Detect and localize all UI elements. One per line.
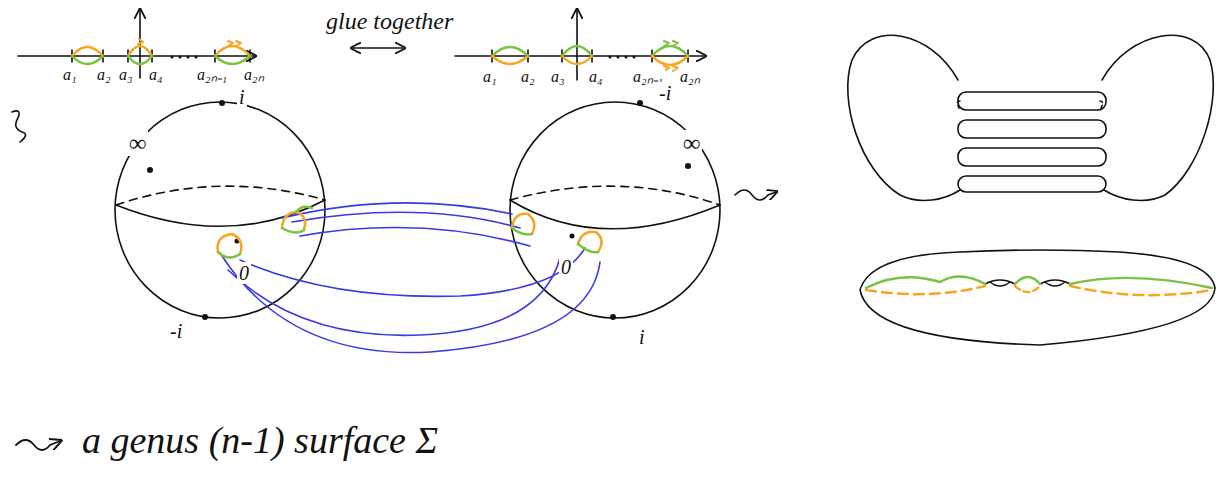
point-label: a₄ [587, 68, 605, 86]
point-label: a₁ [61, 66, 79, 84]
point-label: a₂ₙ [678, 68, 702, 86]
point-label: a₄ [147, 66, 165, 84]
point-label: a₂ₙ₋₁ [195, 66, 229, 84]
point-label: a₂ₙ [242, 66, 266, 84]
sphere-point-label: -i [657, 82, 673, 104]
point-label: a₃ [117, 66, 135, 84]
sphere-point-label: -i [168, 320, 184, 342]
sphere-point-label: ∞ [681, 130, 702, 156]
glue-label: glue together [324, 8, 455, 34]
sphere-point-label: 0 [237, 262, 251, 284]
conclusion-text: a genus (n-1) surface Σ [80, 420, 440, 462]
sphere-point-label: i [237, 86, 247, 108]
sphere-point-label: ∞ [127, 130, 148, 156]
sphere-point-label: 0 [559, 256, 573, 278]
point-label: a₃ [549, 68, 567, 86]
point-label: a₂ [519, 68, 537, 86]
point-label: a₂ [95, 66, 113, 84]
point-label: a₁ [481, 68, 499, 86]
sphere-point-label: i [637, 326, 647, 348]
